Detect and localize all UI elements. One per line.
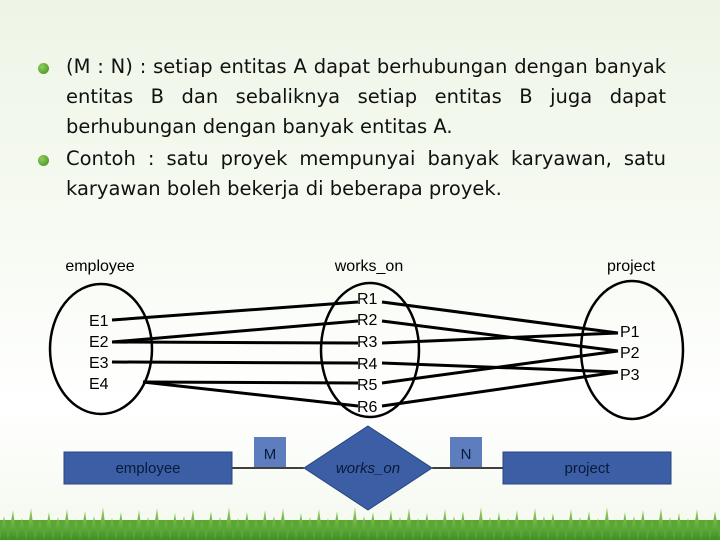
line-e4-r5 — [142, 380, 359, 385]
project-entity-box — [502, 451, 672, 485]
bullet-icon — [38, 63, 49, 74]
works-on-set-label: works_on — [334, 258, 403, 275]
project-set-label: project — [607, 258, 656, 275]
er-diagram: employee M works_on N project — [63, 425, 672, 511]
bullet-mn-definition: (M : N) : setiap entitas A dapat berhubu… — [38, 52, 666, 142]
line-r5-p2 — [381, 349, 619, 385]
employee-entity-label: employee — [115, 460, 180, 477]
line-r6-p3 — [381, 370, 619, 408]
project-p3: P3 — [620, 367, 640, 384]
line-e2-r2 — [111, 319, 359, 344]
employee-e2: E2 — [89, 334, 109, 351]
bullet-text-2: Contoh : satu proyek mempunyai banyak ka… — [66, 147, 666, 200]
relation-r5: R5 — [357, 377, 378, 394]
bullet-example: Contoh : satu proyek mempunyai banyak ka… — [38, 144, 666, 204]
line-e3-r4 — [111, 360, 359, 365]
project-p1: P1 — [620, 324, 640, 341]
line-e4-r6 — [142, 380, 359, 408]
relation-r3: R3 — [357, 334, 378, 351]
cardinality-m: M — [264, 446, 277, 463]
grass-decoration — [0, 507, 720, 540]
works-on-set-ellipse — [319, 281, 421, 419]
bullet-list: (M : N) : setiap entitas A dapat berhubu… — [38, 52, 666, 204]
project-entity-label: project — [564, 460, 610, 477]
works-on-relationship-diamond — [303, 425, 433, 511]
line-r3-p1 — [381, 331, 619, 345]
relation-r6: R6 — [357, 399, 378, 416]
relation-r1: R1 — [357, 291, 378, 308]
project-set-ellipse — [579, 279, 685, 421]
employee-entity-box — [63, 451, 233, 485]
works-on-relationship-label: works_on — [336, 460, 400, 477]
line-r2-p2 — [381, 319, 619, 353]
line-e2-r3 — [111, 340, 359, 345]
employee-e4: E4 — [89, 376, 109, 393]
bullet-icon — [38, 155, 49, 166]
bullet-text-1: (M : N) : setiap entitas A dapat berhubu… — [66, 55, 666, 138]
cardinality-n: N — [461, 446, 472, 463]
cardinality-n-box — [450, 437, 482, 467]
project-p2: P2 — [620, 345, 640, 362]
relation-r4: R4 — [357, 356, 378, 373]
line-e1-r1 — [111, 300, 359, 322]
relationship-lines — [111, 300, 619, 408]
employee-set-label: employee — [65, 258, 134, 275]
employee-set-ellipse — [48, 282, 154, 416]
line-r1-p1 — [381, 300, 619, 335]
employee-e3: E3 — [89, 355, 109, 372]
employee-e1: E1 — [89, 313, 109, 330]
cardinality-m-box — [254, 437, 286, 467]
relation-r2: R2 — [357, 312, 378, 329]
